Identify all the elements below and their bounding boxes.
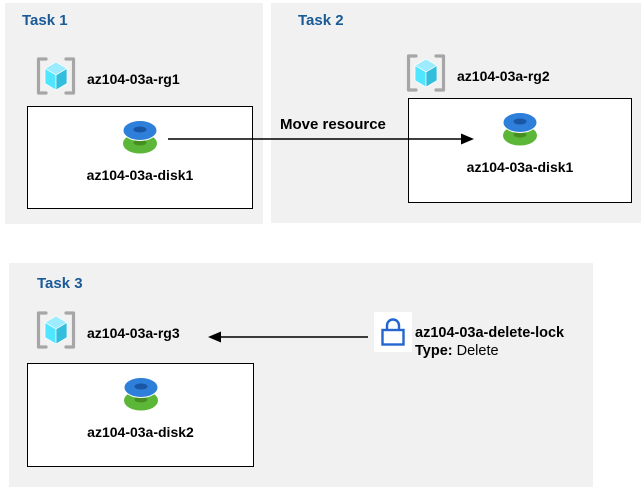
delete-lock-type-key: Type: xyxy=(415,343,453,359)
task2-resource-box: az104-03a-disk1 xyxy=(408,98,632,203)
disk-icon xyxy=(122,376,160,417)
task3-panel: Task 3 az104-03a-rg3 xyxy=(9,263,593,487)
task1-rg-label: az104-03a-rg1 xyxy=(87,70,180,87)
task1-resource-box: az104-03a-disk1 xyxy=(27,106,253,209)
task2-panel: Task 2 az104-03a-rg2 xyxy=(271,3,641,223)
task1-resource-group: az104-03a-rg1 xyxy=(35,56,180,101)
resource-group-icon xyxy=(405,53,447,98)
delete-lock-type-value: Delete xyxy=(456,343,499,359)
task2-disk-label: az104-03a-disk1 xyxy=(466,159,574,175)
task2-title: Task 2 xyxy=(298,12,344,29)
disk-icon xyxy=(501,111,539,152)
delete-lock-type-line: Type: Delete xyxy=(415,342,564,360)
task3-resource-box: az104-03a-disk2 xyxy=(27,363,254,467)
disk-icon xyxy=(121,119,159,160)
task2-rg-label: az104-03a-rg2 xyxy=(457,67,550,84)
resource-group-icon xyxy=(35,56,77,101)
task3-resource-group: az104-03a-rg3 xyxy=(35,310,180,355)
task1-title: Task 1 xyxy=(22,12,68,29)
task1-panel: Task 1 az104-03a-rg1 xyxy=(5,3,263,224)
task3-disk-label: az104-03a-disk2 xyxy=(87,424,194,440)
move-resource-label: Move resource xyxy=(280,116,386,133)
task3-rg-label: az104-03a-rg3 xyxy=(87,324,180,341)
delete-lock-annotation: az104-03a-delete-lock Type: Delete xyxy=(415,324,564,360)
task2-resource-group: az104-03a-rg2 xyxy=(405,53,550,98)
task3-title: Task 3 xyxy=(37,275,83,292)
delete-lock-name: az104-03a-delete-lock xyxy=(415,325,565,341)
resource-group-icon xyxy=(35,310,77,355)
lock-icon xyxy=(374,312,412,352)
task1-disk-label: az104-03a-disk1 xyxy=(86,167,194,183)
